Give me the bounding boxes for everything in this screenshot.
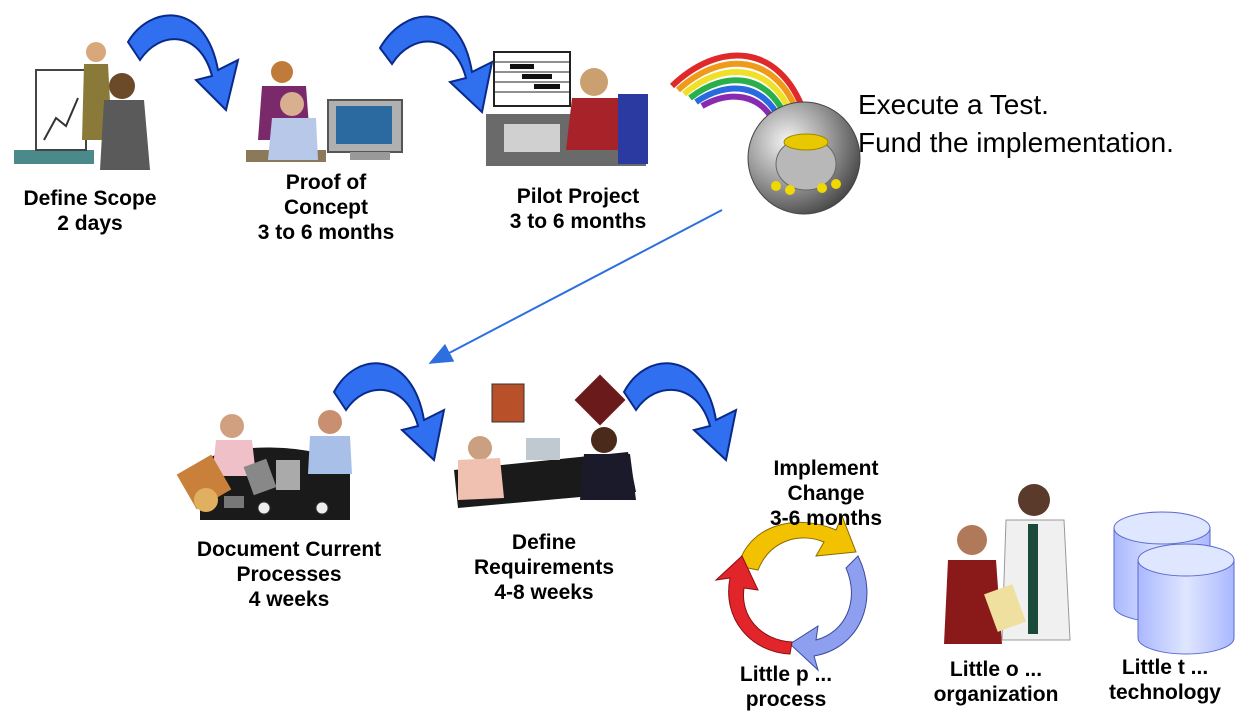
pillar-label: Little t ... (1121, 656, 1209, 679)
curved-arrow-2 (378, 15, 494, 114)
conference-clipart (454, 374, 636, 508)
step-duration: 4-8 weeks (494, 581, 594, 604)
step-title-line2: Concept (284, 196, 368, 219)
step-title-line2: Change (787, 482, 865, 505)
note-line2: Fund the implementation. (858, 127, 1174, 158)
step-duration: 3 to 6 months (257, 221, 395, 244)
funding-note: Execute a Test. Fund the implementation. (858, 86, 1174, 162)
pillar-technology: Little t ... technology (1090, 655, 1240, 705)
note-line1: Execute a Test. (858, 89, 1049, 120)
cycle-icon (714, 514, 868, 672)
step-title-line1: Define (511, 531, 577, 554)
step-duration: 2 days (57, 212, 123, 235)
database-icon (1113, 511, 1235, 655)
step-title: Define Scope (23, 187, 157, 210)
pillar-organization: Little o ... organization (916, 657, 1076, 707)
step-title-line1: Implement (773, 457, 879, 480)
step-title-line2: Requirements (473, 556, 615, 579)
step-implement-change: Implement Change 3-6 months (736, 456, 916, 531)
pillar-sub: process (745, 688, 827, 711)
step-title-line1: Proof of (285, 171, 367, 194)
step-document-current-processes: Document Current Processes 4 weeks (174, 537, 404, 612)
meeting-clipart (176, 410, 352, 520)
computer-clipart (246, 61, 403, 162)
pot-of-gold-clipart (669, 52, 861, 215)
step-title-line2: Processes (236, 563, 342, 586)
connector-arrow (428, 209, 723, 364)
step-define-requirements: Define Requirements 4-8 weeks (444, 530, 644, 605)
step-title: Pilot Project (516, 185, 640, 208)
step-define-scope: Define Scope 2 days (0, 186, 180, 236)
presentation-clipart (14, 42, 150, 170)
pillar-process: Little p ... process (706, 662, 866, 712)
step-title-line1: Document Current (196, 538, 382, 561)
pillar-sub: organization (933, 683, 1059, 706)
step-pilot-project: Pilot Project 3 to 6 months (478, 184, 678, 234)
curved-arrow-3 (332, 362, 446, 462)
curved-arrow-1 (126, 14, 240, 112)
pillar-label: Little p ... (739, 663, 833, 686)
step-duration: 3 to 6 months (509, 210, 647, 233)
pillar-sub: technology (1108, 681, 1221, 704)
pillar-label: Little o ... (949, 658, 1043, 681)
step-duration: 4 weeks (248, 588, 330, 611)
gantt-clipart (486, 51, 648, 166)
curved-arrow-4 (622, 362, 738, 462)
step-duration: 3-6 months (769, 507, 882, 530)
people-clipart (944, 484, 1071, 644)
step-proof-of-concept: Proof of Concept 3 to 6 months (226, 170, 426, 245)
